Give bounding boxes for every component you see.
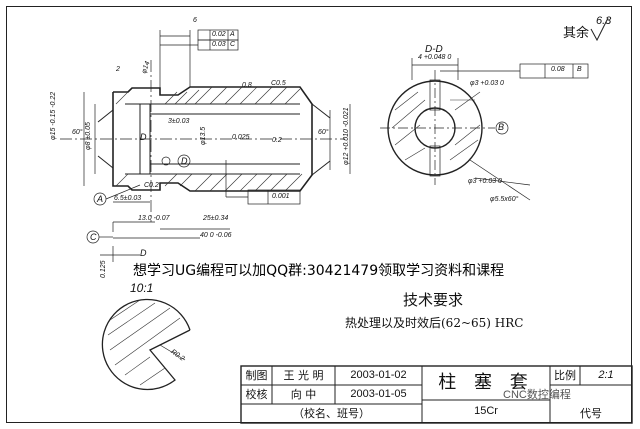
flatness-tol: 0.08 bbox=[551, 66, 565, 73]
dim-40: 40 0 -0.06 bbox=[200, 232, 232, 239]
tb-scale-value: 2:1 bbox=[598, 369, 614, 381]
datum-b-ref: B bbox=[577, 66, 582, 73]
dim-0025: 0.025 bbox=[232, 134, 250, 141]
label-d-right: D bbox=[181, 156, 188, 166]
dim-25: 25±0.34 bbox=[203, 215, 229, 222]
dim-0001: 0.001 bbox=[272, 193, 290, 200]
watermark-text: 想学习UG编程可以加QQ群:30421479领取学习资料和课程 bbox=[133, 263, 505, 279]
tol-row1: 0.02 bbox=[212, 31, 226, 38]
dim-15: φ15 -0.15 -0.22 bbox=[50, 91, 57, 140]
tb-row1-label: 制图 bbox=[245, 369, 268, 382]
requirements-line1: 热处理以及时效后(62~65) HRC bbox=[345, 316, 524, 330]
dim-12: φ12 +0.010 -0.021 bbox=[343, 107, 350, 165]
tb-material: 15Cr bbox=[474, 405, 498, 417]
dim-4: 4 +0.048 0 bbox=[418, 54, 452, 61]
tb-row2-label: 校核 bbox=[245, 388, 268, 401]
tb-row2-date: 2003-01-05 bbox=[350, 388, 407, 400]
detail-scale: 10:1 bbox=[130, 281, 154, 295]
datum-a-ref: A bbox=[230, 31, 235, 38]
tb-row1-name: 王 光 明 bbox=[283, 369, 324, 382]
tb-part-name: 柱 塞 套 bbox=[438, 372, 534, 393]
tb-row1-date: 2003-01-02 bbox=[350, 369, 407, 381]
dim-60-right: 60° bbox=[318, 129, 329, 136]
dim-60-left: 60° bbox=[72, 129, 83, 136]
tol-row2: 0.03 bbox=[212, 41, 226, 48]
label-d-bottom: D bbox=[140, 248, 147, 258]
dim-2: 2 bbox=[116, 66, 120, 73]
tb-scale-label: 比例 bbox=[554, 369, 576, 382]
dim-13-len: 13.0 -0.07 bbox=[138, 215, 170, 222]
dim-13-5: φ13.5 bbox=[200, 126, 207, 145]
tb-row2-name: 向 中 bbox=[290, 388, 317, 401]
dim-3: 3±0.03 bbox=[168, 118, 190, 125]
corner-watermark: CNC数控编程 bbox=[503, 389, 571, 401]
label-d-left: D bbox=[140, 132, 147, 142]
dim-08: 0.8 bbox=[242, 82, 252, 89]
requirements-title: 技术要求 bbox=[403, 291, 464, 309]
tb-code-label: 代号 bbox=[580, 407, 602, 420]
tb-school: （校名、班号） bbox=[293, 407, 370, 420]
datum-c-label: C bbox=[90, 232, 97, 242]
roughness-value: 6.3 bbox=[596, 15, 612, 27]
datum-a-label: A bbox=[97, 194, 104, 204]
dim-8: φ8 ±0.05 bbox=[85, 122, 92, 150]
dim-3a: φ3 +0.03 0 bbox=[470, 80, 504, 87]
dim-3b: φ3 +0.03 0 bbox=[468, 178, 502, 185]
dim-c05: C0.5 bbox=[271, 80, 286, 87]
datum-c-ref: C bbox=[230, 41, 236, 48]
roughness-label: 其余 bbox=[563, 26, 590, 41]
section-label: D-D bbox=[425, 44, 443, 55]
dim-02: 0.2 bbox=[272, 137, 282, 144]
dim-5-5: φ5.5x60° bbox=[490, 196, 519, 203]
dim-6: 6 bbox=[193, 17, 197, 24]
dim-c02: C0.2 bbox=[144, 182, 159, 189]
dim-0125: 0.125 bbox=[100, 260, 107, 278]
datum-b-label: B bbox=[498, 122, 505, 132]
dim-6-5: 6.5±0.03 bbox=[114, 195, 142, 202]
